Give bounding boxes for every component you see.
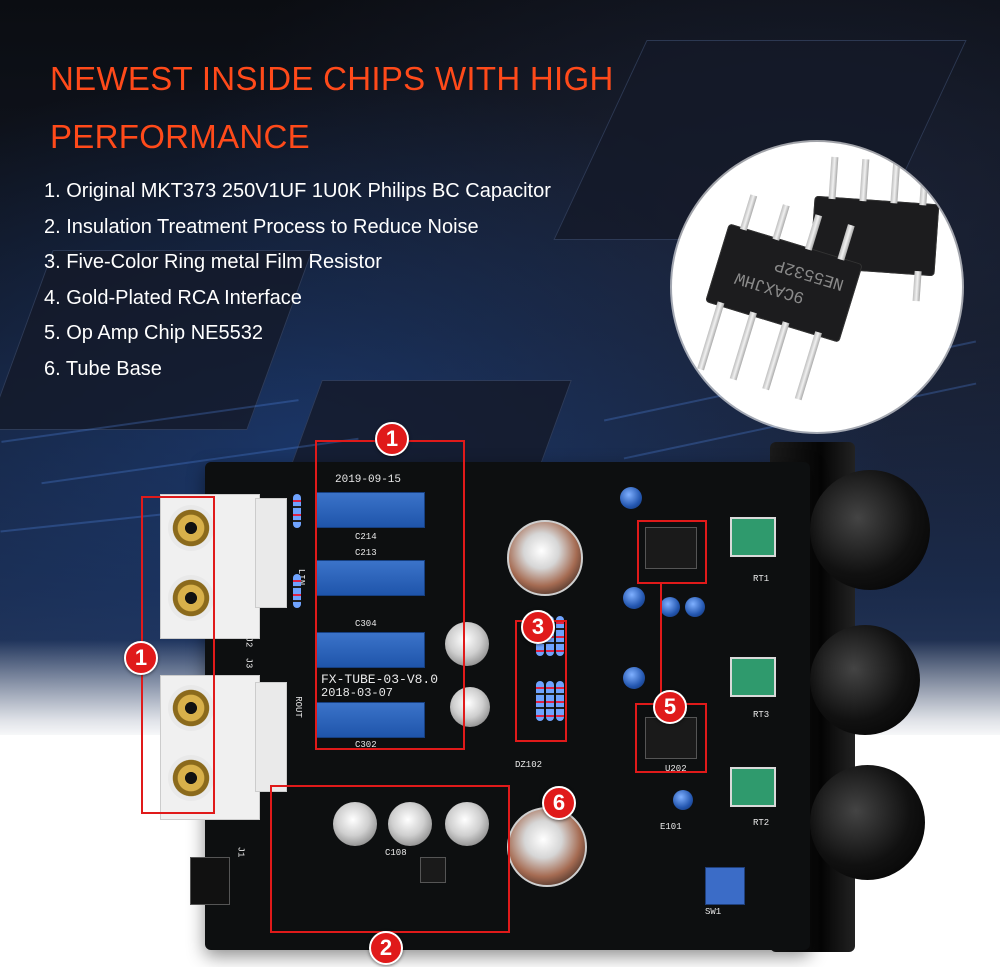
power-switch [705,867,745,905]
rca-jack [168,685,214,731]
feature-item: 6. Tube Base [44,357,162,380]
vacuum-tube [507,807,587,887]
silk-label: J3 [243,657,254,669]
chip-inset-image: NE5532P 9CAXJHW [672,142,962,432]
silk-label: RT1 [753,574,770,584]
film-capacitor [315,492,425,528]
rca-jack [168,755,214,801]
silk-label: C304 [355,619,377,629]
silk-label: RT2 [753,818,770,828]
rca-jack [168,575,214,621]
callout-badge: 1 [375,422,409,456]
treble-knob [810,765,925,880]
inductor [420,857,446,883]
op-amp-chip [645,717,697,759]
callout-box-power [270,785,510,933]
silk-label: ROUT [292,696,303,718]
bass-knob [810,625,920,735]
electrolytic-capacitor [445,622,489,666]
callout-badge: 5 [653,690,687,724]
callout-box-capacitors [315,440,465,750]
headline: NEWEST INSIDE CHIPS WITH HIGH PERFORMANC… [50,60,614,155]
silk-label: U202 [665,764,687,774]
rca-jack [168,505,214,551]
silk-label: SW1 [705,907,722,917]
electrolytic-capacitor [333,802,377,846]
callout-badge: 1 [124,641,158,675]
vacuum-tube [507,520,583,596]
electrolytic-capacitor [450,687,490,727]
dc-jack [190,857,230,905]
electrolytic-capacitor [445,802,489,846]
trimmer-pot [730,517,776,557]
silk-label: DZ102 [515,760,543,770]
silk-label: C302 [355,740,377,750]
callout-badge: 2 [369,931,403,965]
feature-item: 5. Op Amp Chip NE5532 [44,322,264,344]
silk-label: E101 [660,822,682,832]
silk-label: C213 [355,548,377,558]
silk-label: RT3 [753,710,770,720]
silk-label: J2 [243,636,254,648]
feature-item: 2. Insulation Treatment Process to Reduc… [44,215,479,238]
callout-badge: 6 [542,786,576,820]
silk-model: FX-TUBE-03-V8.0 [321,672,439,687]
trimmer-pot [730,767,776,807]
callout-box-opamp [637,520,707,584]
film-capacitor [315,702,425,738]
silk-date-top: 2019-09-15 [335,474,402,486]
trimmer-pot [730,657,776,697]
feature-item: 4. Gold-Plated RCA Interface [44,286,302,309]
feature-item: 1. Original MKT373 250V1UF 1U0K Philips … [44,180,551,202]
film-capacitor [315,632,425,668]
electrolytic-capacitor [388,802,432,846]
silk-date-bottom: 2018-03-07 [321,686,394,700]
volume-knob [810,470,930,590]
feature-item: 3. Five-Color Ring metal Film Resistor [44,251,382,273]
feature-list: 1. Original MKT373 250V1UF 1U0K Philips … [44,174,551,387]
circuit-board: 2019-09-15 C214 C213 C304 FX-TUBE-03-V8.… [160,462,810,950]
op-amp-chip [645,527,697,569]
silk-label: C214 [355,532,377,542]
silk-label: C108 [385,848,407,858]
silk-label: J1 [235,846,246,858]
callout-badge: 3 [521,610,555,644]
